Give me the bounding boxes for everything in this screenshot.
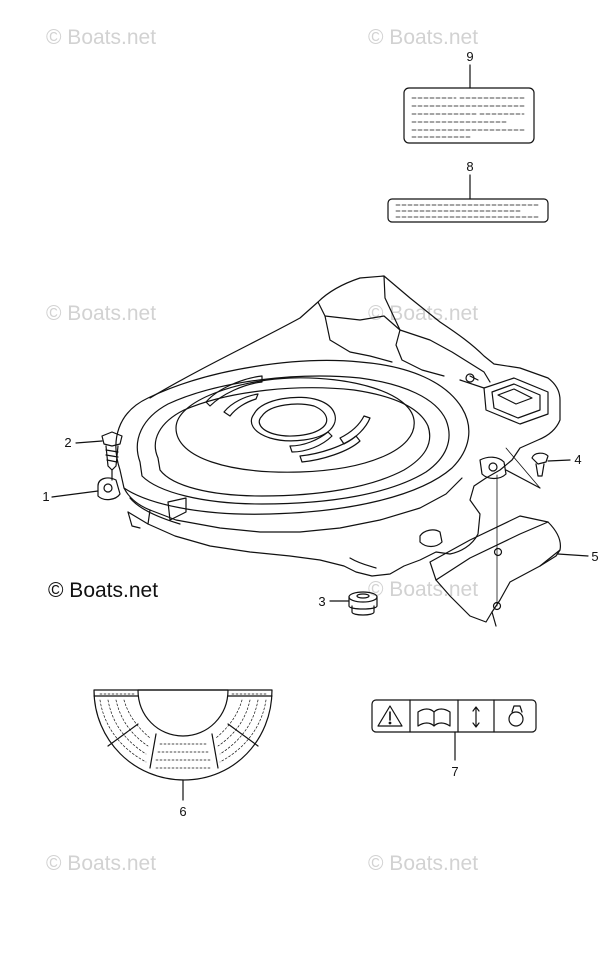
callout-3: 3 xyxy=(318,594,325,609)
watermark: © Boats.net xyxy=(368,26,479,49)
callout-9: 9 xyxy=(466,49,473,64)
callout-1: 1 xyxy=(42,489,49,504)
callout-2: 2 xyxy=(64,435,71,450)
watermark: © Boats.net xyxy=(46,26,157,49)
screw-part-4 xyxy=(505,447,549,489)
warning-triangle-icon xyxy=(377,705,403,727)
watermark: © Boats.net xyxy=(46,302,157,325)
up-down-arrow-icon xyxy=(472,706,480,728)
starter-case-cover xyxy=(97,275,561,577)
copyright-caption: © Boats.net xyxy=(48,579,159,602)
callout-6: 6 xyxy=(179,804,186,819)
callout-8: 8 xyxy=(466,159,473,174)
watermark: © Boats.net xyxy=(368,578,479,601)
manual-book-icon xyxy=(417,708,451,727)
screw-part-2 xyxy=(101,431,123,481)
callout-4: 4 xyxy=(574,452,581,467)
grommet-part-3 xyxy=(348,591,378,616)
watermark: © Boats.net xyxy=(46,852,157,875)
rope-handle-icon xyxy=(508,705,524,727)
mat-part-6 xyxy=(93,689,273,801)
plate-part-5 xyxy=(429,474,561,627)
label-part-7 xyxy=(371,699,537,761)
callout-7: 7 xyxy=(451,764,458,779)
leader-lines xyxy=(51,440,589,602)
watermark: © Boats.net xyxy=(368,852,479,875)
label-part-9 xyxy=(403,64,535,144)
callout-5: 5 xyxy=(591,549,598,564)
label-part-8 xyxy=(387,174,549,223)
